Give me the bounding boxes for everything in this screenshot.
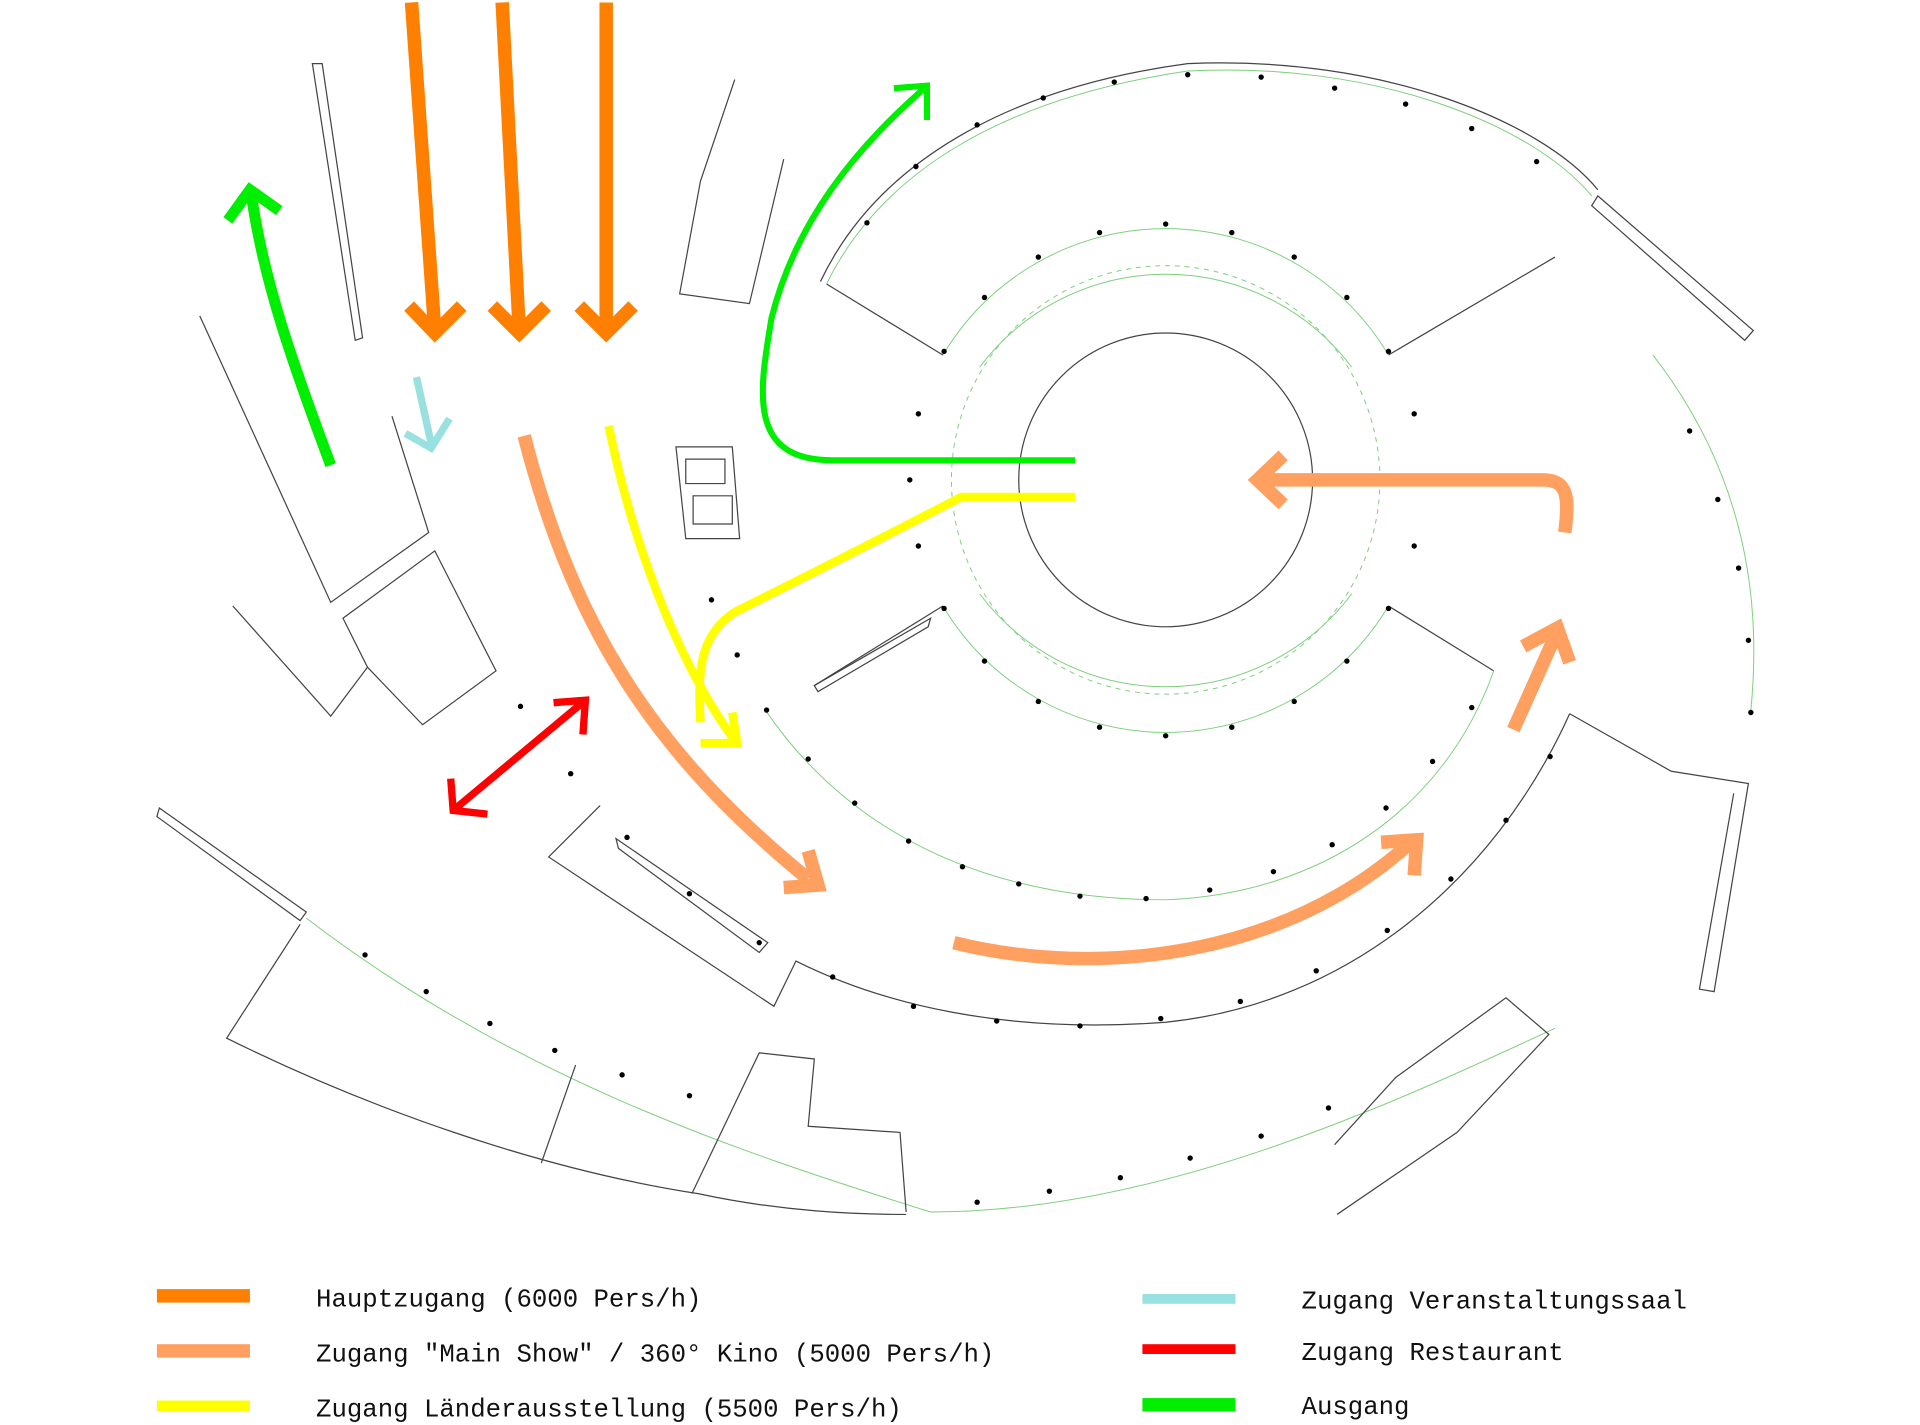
wall-divider — [540, 1064, 577, 1164]
flow-arrows — [223, 1, 1577, 966]
legend-swatch — [156, 1344, 250, 1358]
legend-item-ausgang: Ausgang — [1142, 1393, 1409, 1422]
legend-swatch — [1142, 1344, 1236, 1354]
legend-label: Zugang "Main Show" / 360° Kino (5000 Per… — [316, 1340, 994, 1369]
inner-exhibition-wall — [547, 713, 1571, 1026]
outer-ring-right — [1652, 354, 1755, 711]
outer-wall-top — [819, 62, 1599, 282]
exhibit-bench — [615, 837, 769, 954]
legend-label: Ausgang — [1302, 1393, 1410, 1422]
legend-swatch — [156, 1289, 250, 1303]
legend: Hauptzugang (6000 Pers/h) Zugang "Main S… — [156, 1285, 1687, 1424]
legend-item-laenderausstellung: Zugang Länderausstellung (5500 Pers/h) — [156, 1395, 902, 1424]
stair-core-se — [1334, 996, 1550, 1215]
legend-item-hauptzugang: Hauptzugang (6000 Pers/h) — [156, 1285, 701, 1314]
inner-ring-top — [942, 228, 1389, 356]
inner-ring-top-2 — [979, 273, 1353, 368]
wall-segment-e — [1569, 713, 1750, 993]
column-dots — [362, 71, 1754, 1205]
legend-label: Zugang Länderausstellung (5500 Pers/h) — [316, 1395, 902, 1424]
legend-item-main-show: Zugang "Main Show" / 360° Kino (5000 Per… — [156, 1340, 994, 1369]
arrow-laenderausstellung — [604, 425, 1076, 748]
kiosk — [675, 446, 741, 540]
building-plan — [156, 62, 1755, 1216]
inner-bench — [813, 616, 932, 693]
arrow-ausgang — [223, 182, 336, 468]
outer-ring-top — [826, 69, 1593, 285]
stair-core-s — [691, 1052, 907, 1213]
radial-walls — [813, 256, 1556, 687]
legend-label: Zugang Restaurant — [1302, 1339, 1564, 1368]
arrow-main-show — [517, 434, 1577, 966]
mid-ring — [764, 670, 1495, 901]
inner-ring-bottom-2 — [979, 593, 1353, 688]
wall-segment-w — [156, 806, 308, 922]
legend-swatch — [156, 1400, 250, 1412]
entry-wall-top — [311, 63, 364, 342]
legend-swatch — [1142, 1398, 1236, 1412]
legend-item-veranstaltungssaal: Zugang Veranstaltungssaal — [1142, 1288, 1687, 1317]
stair-core-n — [678, 79, 785, 305]
outer-wall-sw — [225, 923, 907, 1216]
arrow-hauptzugang — [404, 1, 638, 343]
legend-swatch — [1142, 1294, 1236, 1304]
restaurant-block — [232, 549, 497, 726]
arrow-restaurant — [447, 696, 590, 818]
legend-item-restaurant: Zugang Restaurant — [1142, 1339, 1564, 1368]
entry-wall-left — [199, 315, 430, 604]
wall-segment-ne — [1590, 194, 1755, 342]
legend-label: Zugang Veranstaltungssaal — [1302, 1288, 1687, 1317]
legend-label: Hauptzugang (6000 Pers/h) — [316, 1285, 701, 1314]
arrow-ausgang-2 — [759, 82, 1076, 464]
arrow-veranstaltungssaal — [403, 376, 453, 454]
outer-ring-bottom — [305, 917, 1556, 1213]
inner-ring-bottom — [942, 605, 1389, 733]
